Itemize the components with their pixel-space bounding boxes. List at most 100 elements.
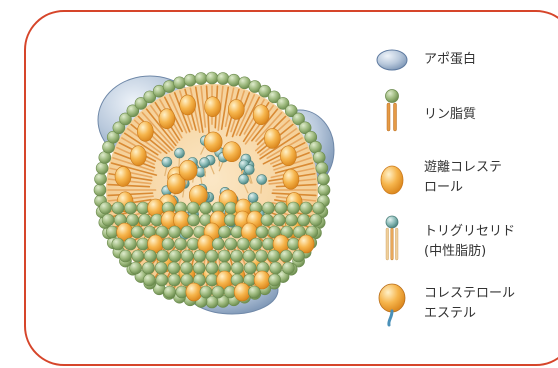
phospholipid-head (268, 250, 280, 262)
phospholipid-head (173, 77, 185, 89)
phospholipid-head (237, 238, 249, 250)
triglyceride-icon (370, 214, 410, 262)
phospholipid-head (155, 262, 167, 274)
triglyceride-tail (205, 167, 206, 177)
phospholipid-head (124, 238, 136, 250)
phospholipid-head (184, 74, 196, 86)
phospholipid-head (187, 238, 199, 250)
cholesteryl-ester-icon (370, 280, 410, 328)
phospholipid-head (212, 238, 224, 250)
free-cholesterol (137, 121, 153, 141)
phospholipid-head (156, 274, 168, 286)
phospholipid-head (248, 286, 260, 298)
apoprotein-icon (370, 44, 410, 92)
free-cholesterol-icon (370, 158, 410, 206)
triglyceride-tail (261, 184, 262, 194)
phospholipid-head (195, 73, 207, 85)
free-cholesterol (159, 109, 175, 129)
lipoprotein-particle (94, 72, 330, 308)
phospholipid-head (168, 262, 180, 274)
phospholipid-head (95, 173, 107, 185)
phospholipid-head (175, 238, 187, 250)
phospholipid-head (218, 226, 230, 238)
phospholipid-head (292, 250, 304, 262)
phospholipid-head (143, 274, 155, 286)
phospholipid-head (99, 202, 111, 214)
triglyceride-head (175, 148, 185, 158)
phospholipid-head (298, 214, 310, 226)
phospholipid-head (96, 162, 108, 174)
free-cholesterol (253, 105, 269, 125)
phospholipid-head (137, 202, 149, 214)
free-cholesterol (264, 128, 280, 148)
phospholipid-head (275, 202, 287, 214)
phospholipid-head (169, 250, 181, 262)
phospholipid-head (132, 250, 144, 262)
phospholipid-head (157, 250, 169, 262)
cholesteryl-ester (223, 142, 241, 162)
cholesteryl-ester (179, 160, 197, 180)
triglyceride-head (239, 174, 249, 184)
free-cholesterol (205, 97, 221, 117)
phospholipid-head (181, 262, 193, 274)
legend: アポ蛋白 リン脂質 遊離コレステロール トリグリセリド(中性脂肪) (370, 0, 558, 368)
phospholipid-head (310, 214, 322, 226)
phospholipid-head (231, 262, 243, 274)
triglyceride-head (244, 165, 254, 175)
phospholipid-head (228, 74, 240, 86)
legend-label-free-cholesterol: 遊離コレステロール (424, 158, 558, 198)
phospholipid-head (169, 226, 181, 238)
phospholipid-head (102, 214, 114, 226)
phospholipid-head (144, 250, 156, 262)
phospholipid-head (261, 214, 273, 226)
triglyceride-tail (179, 157, 180, 167)
phospholipid-head (194, 250, 206, 262)
lipoprotein-illustration (0, 0, 370, 368)
phospholipid-head (181, 226, 193, 238)
phospholipid-head (200, 202, 212, 214)
triglyceride-head (162, 157, 172, 167)
phospholipid-head (313, 202, 325, 214)
cholesteryl-ester (204, 132, 222, 152)
phospholipid-head (282, 262, 294, 274)
phospholipid-head (112, 238, 124, 250)
triglyceride-head (200, 158, 210, 168)
phospholipid-head (273, 214, 285, 226)
phospholipid-head (217, 73, 229, 85)
phospholipid-head (244, 262, 256, 274)
phospholipid-head (255, 250, 267, 262)
phospholipid-head (206, 274, 218, 286)
phospholipid-head (269, 274, 281, 286)
phospholipid-head (243, 250, 255, 262)
phospholipid-head (94, 184, 106, 196)
phospholipid-head (318, 184, 330, 196)
phospholipid-head (164, 286, 176, 298)
phospholipid-head (225, 202, 237, 214)
phospholipid-head (300, 202, 312, 214)
phospholipid-head (231, 250, 243, 262)
phospholipid-head (206, 250, 218, 262)
free-cholesterol (280, 146, 296, 166)
phospholipid-head (162, 238, 174, 250)
phospholipid-head (130, 262, 142, 274)
triglyceride-head (248, 193, 258, 203)
phospholipid-head (206, 262, 218, 274)
phospholipid-head (262, 238, 274, 250)
phospholipid-head (181, 250, 193, 262)
phospholipid-head (287, 202, 299, 214)
legend-label-apoprotein: アポ蛋白 (424, 50, 558, 70)
phospholipid-head (316, 162, 328, 174)
phospholipid-head (187, 202, 199, 214)
legend-label-cholesteryl-ester: コレステロールエステル (424, 284, 558, 324)
phospholipid-head (225, 238, 237, 250)
phospholipid-head (262, 202, 274, 214)
phospholipid-head (212, 286, 224, 298)
phospholipid-head (200, 286, 212, 298)
phospholipid-head (270, 262, 282, 274)
phospholipid-head (120, 250, 132, 262)
phospholipid-head (317, 173, 329, 185)
phospholipid-head (218, 250, 230, 262)
free-cholesterol (228, 99, 244, 119)
phospholipid-head (125, 202, 137, 214)
phospholipid-head (313, 151, 325, 163)
